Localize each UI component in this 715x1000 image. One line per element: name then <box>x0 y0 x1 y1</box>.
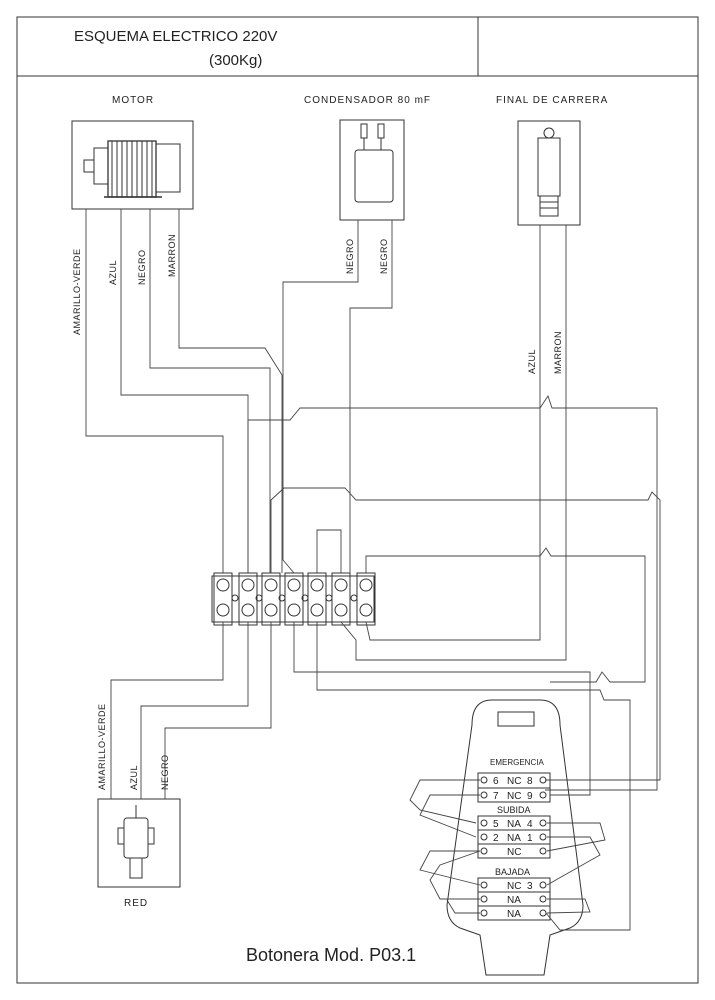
svg-text:NA: NA <box>507 819 521 830</box>
svg-text:NA: NA <box>507 833 521 844</box>
title-text: ESQUEMA ELECTRICO 220V (300Kg) <box>74 28 277 69</box>
terminal-6 <box>331 572 351 626</box>
emergency-section-label: EMERGENCIA <box>490 758 544 767</box>
capacitor-label: CONDENSADOR 80 mF <box>304 95 431 106</box>
sheet-border <box>16 16 699 984</box>
plug-wire-label-2: AZUL <box>129 765 139 790</box>
motor-wire-label-3: NEGRO <box>137 249 147 285</box>
terminal-3 <box>261 572 281 626</box>
svg-text:7: 7 <box>493 791 499 802</box>
svg-text:6: 6 <box>493 776 499 787</box>
svg-text:8: 8 <box>527 776 533 787</box>
terminal-1 <box>213 572 233 626</box>
contact-row: 7 NC 9 <box>493 791 533 802</box>
terminal-2 <box>238 572 258 626</box>
svg-text:9: 9 <box>527 791 533 802</box>
svg-text:NC: NC <box>507 847 521 858</box>
svg-text:NA: NA <box>507 895 521 906</box>
motor-wire-label-2: AZUL <box>108 260 118 285</box>
svg-text:NC: NC <box>507 776 521 787</box>
title-line-1: ESQUEMA ELECTRICO 220V <box>74 28 277 45</box>
motor-wire-label-4: MARRON <box>167 234 177 277</box>
contact-row: NC 3 <box>507 881 533 892</box>
up-section-label: SUBIDA <box>497 805 531 815</box>
capacitor-wire-label-2: NEGRO <box>379 238 389 274</box>
svg-text:5: 5 <box>493 819 499 830</box>
limit-switch-label: FINAL DE CARRERA <box>496 95 608 106</box>
wires <box>85 209 661 931</box>
svg-text:NC: NC <box>507 791 521 802</box>
terminal-5 <box>307 572 327 626</box>
svg-text:NA: NA <box>507 909 521 920</box>
plug-wire-label-3: NEGRO <box>160 754 170 790</box>
motor-component <box>71 120 194 210</box>
plug-wire-label-1: AMARILLO-VERDE <box>97 703 107 790</box>
plug-label: RED <box>124 898 148 909</box>
contact-row: NC <box>507 847 521 858</box>
contact-row: NA <box>507 909 521 920</box>
limit-switch-wire-label-2: MARRON <box>553 331 563 374</box>
plug-component <box>97 798 181 888</box>
terminal-7 <box>356 572 376 626</box>
terminal-block <box>211 572 376 626</box>
pendant-caption: Botonera Mod. P03.1 <box>246 945 416 965</box>
svg-text:NC: NC <box>507 881 521 892</box>
contact-row: 5 NA 4 <box>493 819 533 830</box>
svg-text:2: 2 <box>493 833 499 844</box>
svg-text:4: 4 <box>527 819 533 830</box>
capacitor-wire-label-1: NEGRO <box>345 238 355 274</box>
terminal-4 <box>284 572 304 626</box>
contact-row: 2 NA 1 <box>493 833 533 844</box>
title-line-2: (300Kg) <box>209 52 262 69</box>
capacitor-component <box>339 119 405 221</box>
contact-row: 6 NC 8 <box>493 776 533 787</box>
limit-switch-wire-label-1: AZUL <box>527 349 537 374</box>
limit-switch-component <box>517 120 581 226</box>
motor-wire-label-1: AMARILLO-VERDE <box>72 248 82 335</box>
down-section-label: BAJADA <box>495 867 530 877</box>
svg-text:3: 3 <box>527 881 533 892</box>
motor-label: MOTOR <box>112 95 154 106</box>
contact-row: NA <box>507 895 521 906</box>
svg-text:1: 1 <box>527 833 533 844</box>
